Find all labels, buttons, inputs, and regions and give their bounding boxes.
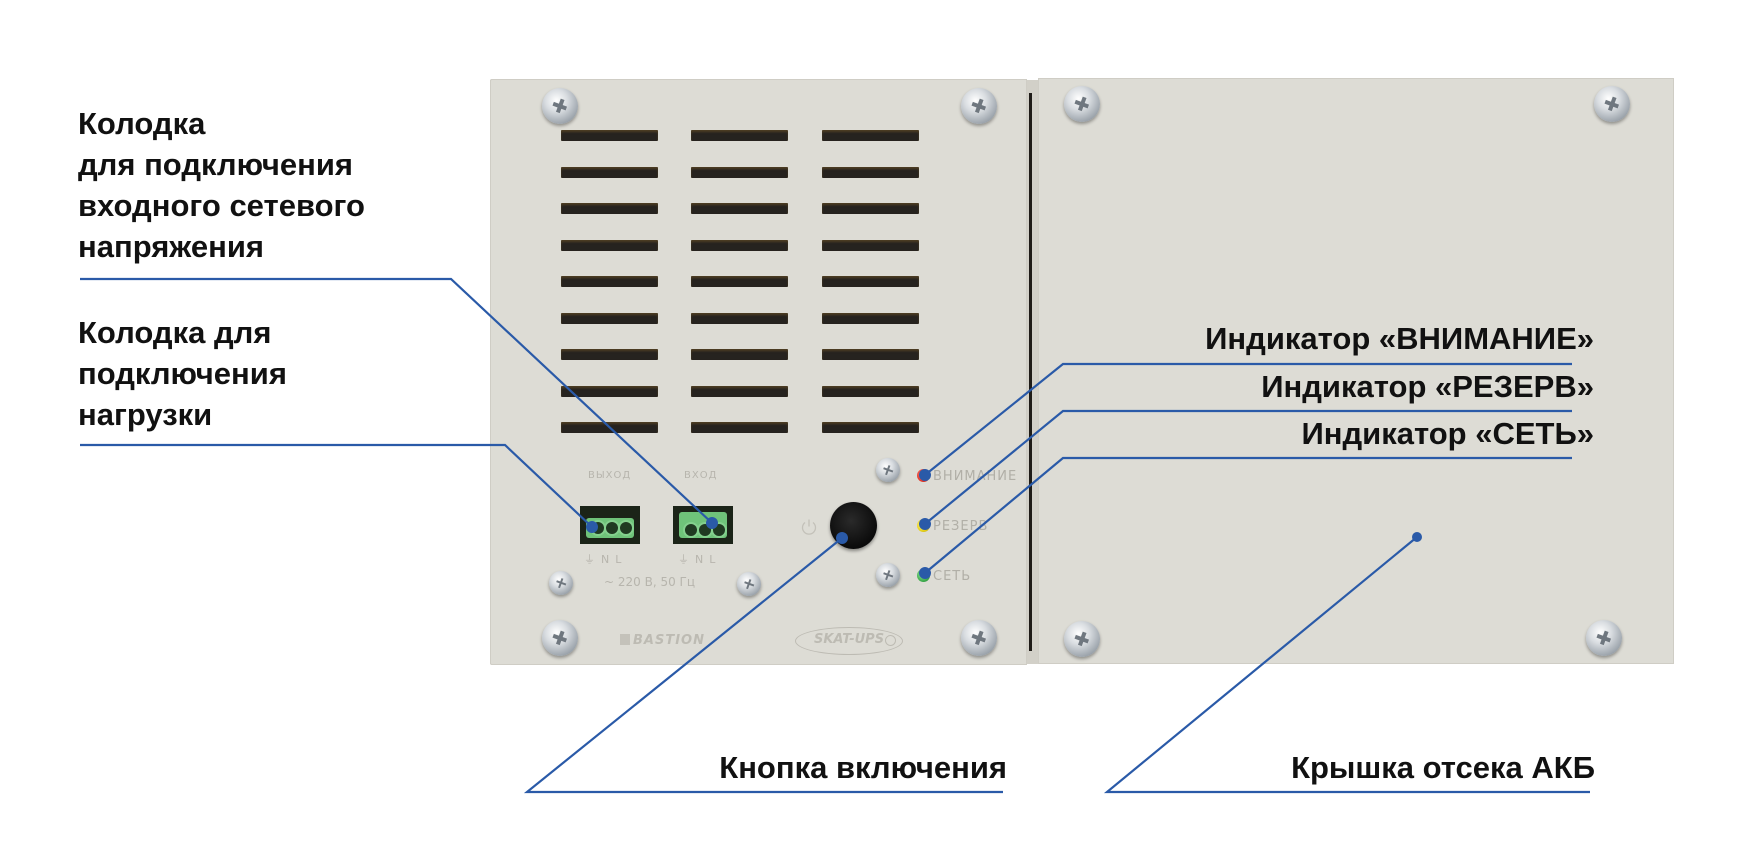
screw-icon: [1586, 620, 1622, 656]
power-icon: [801, 519, 817, 535]
screw-icon: [1064, 86, 1100, 122]
screw-icon: [542, 88, 578, 124]
callout-dot: [919, 567, 931, 579]
screw-icon: [876, 563, 900, 587]
panel-gap: [1029, 93, 1032, 651]
hinge: [1027, 80, 1038, 664]
flag-icon: [620, 634, 630, 645]
output-label: ВЫХОД: [588, 470, 632, 481]
ground-icon: ⏚: [678, 553, 695, 566]
callout-line-text: входного сетевого: [78, 188, 365, 223]
vent-slot: [822, 203, 919, 214]
vent-slot: [691, 276, 788, 287]
led-mains-label: СЕТЬ: [933, 569, 972, 584]
callout-power-button: Кнопка включения: [719, 750, 1007, 785]
voltage-spec: ~ 220 В, 50 Гц: [604, 575, 696, 589]
screw-icon: [737, 572, 761, 596]
callout-load-terminal: Колодка для подключения нагрузки: [78, 312, 287, 435]
callout-line-text: для подключения: [78, 147, 353, 182]
vent-slot: [691, 166, 788, 178]
callout-line-mains: [924, 456, 1572, 574]
callout-indicator-attention: Индикатор «ВНИМАНИЕ»: [1205, 321, 1594, 356]
callout-line-attention: [924, 362, 1572, 476]
model-emblem-icon: [885, 635, 896, 646]
vent-slot: [561, 276, 658, 287]
vent-slot: [561, 130, 658, 141]
led-attention-label: ВНИМАНИЕ: [933, 469, 1018, 484]
screw-icon: [961, 88, 997, 124]
vent-slot: [822, 130, 919, 141]
brand-text: BASTION: [633, 633, 705, 648]
callout-dot: [586, 521, 598, 533]
screw-icon: [876, 458, 900, 482]
output-terminal-block[interactable]: [580, 506, 640, 544]
callout-line-text: нагрузки: [78, 397, 213, 432]
pin: [606, 522, 618, 534]
neutral-mark: N: [601, 553, 616, 566]
output-terminal-marks: ⏚NL: [584, 551, 627, 567]
vent-slot: [822, 422, 919, 433]
vent-slot: [691, 385, 788, 397]
callout-dot: [1412, 532, 1422, 542]
callout-line-input: [80, 277, 713, 524]
vent-slot: [822, 349, 919, 360]
callout-input-terminal: Колодка для подключения входного сетевог…: [78, 103, 365, 267]
pin: [685, 524, 697, 536]
pin: [620, 522, 632, 534]
vent-slot: [691, 312, 788, 324]
input-terminal-marks: ⏚NL: [678, 551, 721, 567]
callout-line-reserve: [924, 409, 1572, 525]
screw-icon: [1594, 86, 1630, 122]
vent-slot: [822, 312, 919, 324]
vent-slot: [561, 349, 658, 360]
callout-line-text: подключения: [78, 356, 287, 391]
vent-slot: [691, 422, 788, 433]
vent-slot: [691, 130, 788, 141]
callout-line-battery: [1103, 536, 1590, 794]
callout-battery-cover: Крышка отсека АКБ: [1291, 750, 1595, 785]
ground-icon: ⏚: [584, 553, 601, 566]
screw-icon: [542, 620, 578, 656]
screw-icon: [961, 620, 997, 656]
callout-dot: [706, 517, 718, 529]
vent-slot: [691, 349, 788, 360]
vent-slot: [561, 239, 658, 251]
callout-indicator-reserve: Индикатор «РЕЗЕРВ»: [1261, 369, 1594, 404]
line-mark: L: [615, 553, 628, 566]
brand-logo: BASTION: [620, 633, 705, 648]
model-badge: SKAT-UPS: [795, 627, 903, 655]
callout-dot: [919, 469, 931, 481]
vent-slot: [822, 166, 919, 178]
vent-slot: [822, 239, 919, 251]
callout-dot: [836, 532, 848, 544]
vent-slot: [822, 276, 919, 287]
callout-dot: [919, 518, 931, 530]
line-mark: L: [709, 553, 722, 566]
vent-slot: [822, 385, 919, 397]
vent-slot: [561, 312, 658, 324]
vent-slot: [561, 385, 658, 397]
callout-indicator-mains: Индикатор «СЕТЬ»: [1301, 416, 1594, 451]
neutral-mark: N: [695, 553, 710, 566]
input-terminal-block[interactable]: [673, 506, 733, 544]
vent-slot: [691, 203, 788, 214]
vent-slot: [561, 166, 658, 178]
input-label: ВХОД: [684, 470, 718, 481]
callout-line-text: напряжения: [78, 229, 264, 264]
led-reserve-label: РЕЗЕРВ: [933, 519, 989, 534]
vent-slot: [691, 239, 788, 251]
model-text: SKAT-UPS: [814, 632, 885, 647]
vent-slot: [561, 203, 658, 214]
callout-line-load: [80, 443, 593, 528]
callout-line-power: [523, 537, 1003, 794]
callout-line-text: Колодка: [78, 106, 206, 141]
screw-icon: [549, 571, 573, 595]
battery-compartment-cover[interactable]: [1038, 78, 1674, 664]
callout-line-text: Колодка для: [78, 315, 272, 350]
screw-icon: [1064, 621, 1100, 657]
